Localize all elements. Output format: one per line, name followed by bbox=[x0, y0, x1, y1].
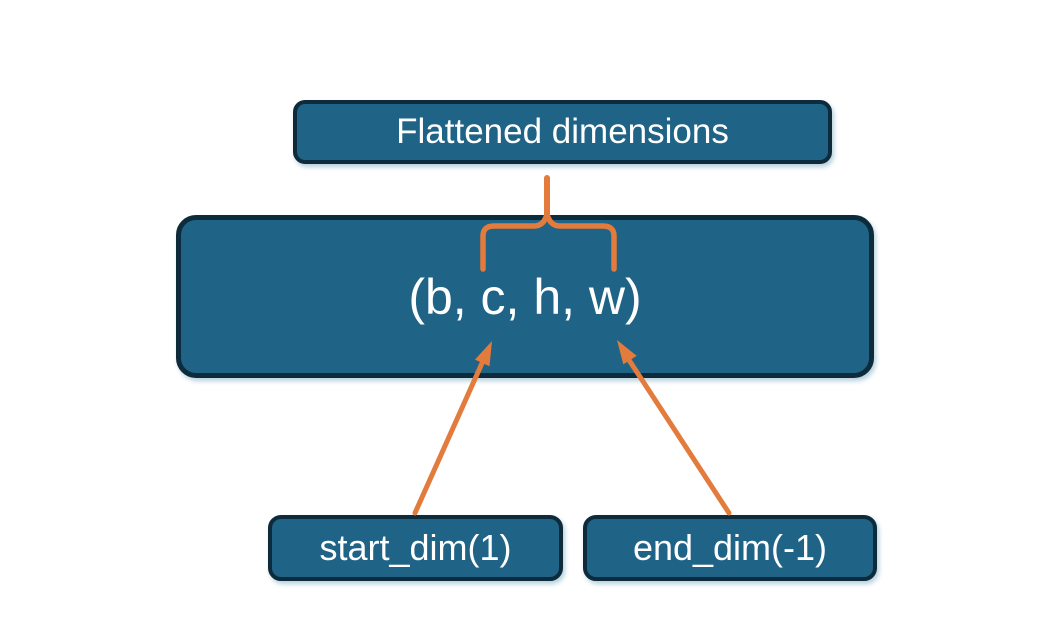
flattened-dimensions-label: Flattened dimensions bbox=[396, 112, 729, 151]
flattened-dimensions-box: Flattened dimensions bbox=[293, 100, 832, 164]
tensor-shape-label: (b, c, h, w) bbox=[408, 268, 642, 325]
end-dim-arrow-line bbox=[626, 357, 732, 516]
end-dim-label: end_dim(-1) bbox=[632, 527, 828, 568]
start-dim-arrow-line bbox=[412, 358, 486, 516]
start-dim-label: start_dim(1) bbox=[319, 527, 512, 568]
tensor-shape-box: (b, c, h, w) bbox=[176, 215, 874, 378]
start-dim-box: start_dim(1) bbox=[268, 515, 563, 581]
end-dim-box: end_dim(-1) bbox=[583, 515, 877, 581]
